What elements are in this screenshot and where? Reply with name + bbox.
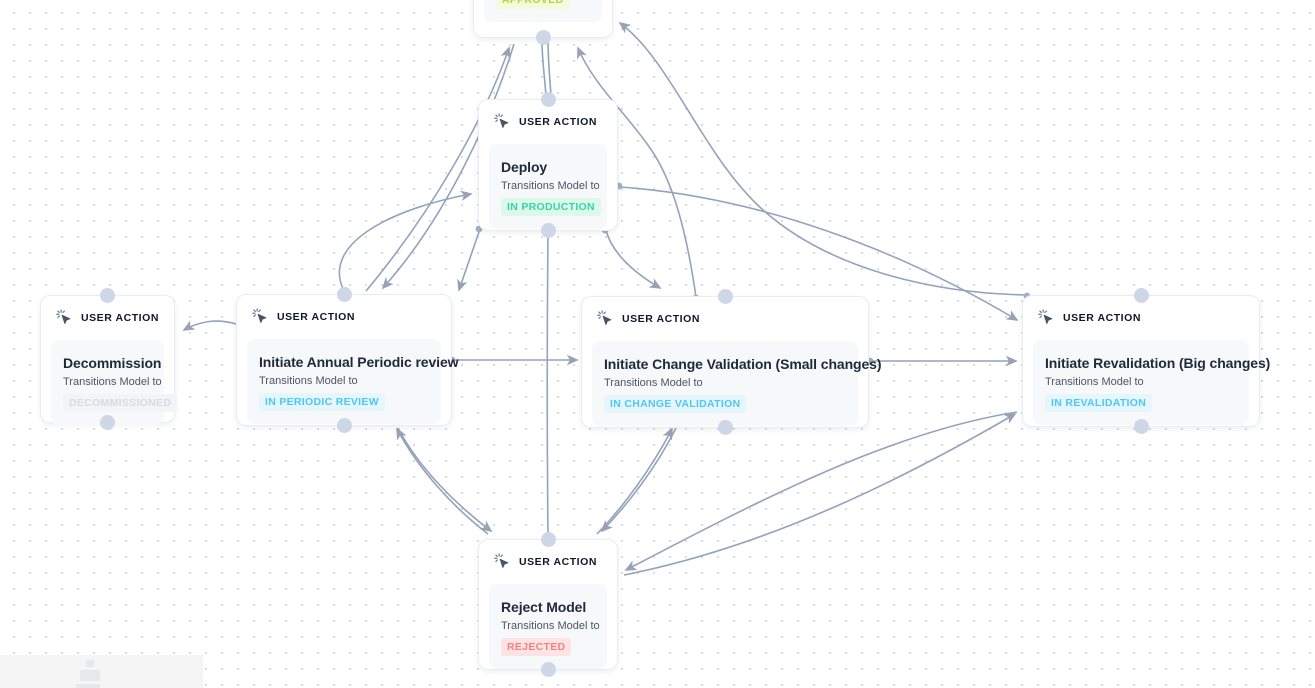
node-change-validation[interactable]: USER ACTION Initiate Change Validation (S… <box>581 289 882 435</box>
node-header-label: USER ACTION <box>1063 311 1141 324</box>
handle-bottom[interactable] <box>540 223 556 238</box>
node-periodic[interactable]: USER ACTION Initiate Annual Periodic revi… <box>236 287 459 433</box>
node-approved[interactable]: USER ACTIONTransitions Model toAPPROVED <box>473 0 613 45</box>
handle-top[interactable] <box>100 288 115 303</box>
edge-periodic-to-reject[interactable] <box>397 427 493 533</box>
node-header: USER ACTION <box>237 295 451 331</box>
edge-periodic-to-approved[interactable] <box>365 46 511 292</box>
node-header-label: USER ACTION <box>519 115 597 128</box>
edge-reject-to-periodic[interactable] <box>396 427 489 535</box>
cursor-click-icon <box>493 113 510 130</box>
cursor-click-icon <box>596 310 613 327</box>
handle-top[interactable] <box>540 532 556 547</box>
node-subtitle: Transitions Model to <box>501 620 600 632</box>
node-header-label: USER ACTION <box>277 310 355 323</box>
handle-bottom[interactable] <box>1133 419 1149 434</box>
node-title: Decommission <box>63 355 162 371</box>
node-title: Deploy <box>501 159 548 175</box>
node-subtitle: Transitions Model to <box>501 180 600 192</box>
cursor-click-icon <box>55 309 72 326</box>
node-title: Initiate Change Validation (Small change… <box>604 356 882 372</box>
status-badge: IN REVALIDATION <box>1045 394 1153 412</box>
edge-deploy-to-change-validation[interactable] <box>605 229 662 289</box>
node-header: USER ACTION <box>41 296 174 332</box>
node-subtitle: Transitions Model to <box>604 377 703 389</box>
cursor-click-icon <box>1037 309 1054 326</box>
handle-bottom[interactable] <box>535 30 551 45</box>
edge-reject-to-revalidation[interactable] <box>623 413 1017 576</box>
node-title: Reject Model <box>501 599 587 615</box>
node-header-label: USER ACTION <box>81 311 159 324</box>
status-badge: IN PERIODIC REVIEW <box>259 393 385 411</box>
cursor-click-icon <box>493 553 510 570</box>
minimap-node <box>76 684 100 688</box>
node-body: Transitions Model toAPPROVED <box>484 0 602 22</box>
node-header: USER ACTION <box>582 297 868 333</box>
handle-bottom[interactable] <box>100 415 115 430</box>
handle-bottom[interactable] <box>336 418 352 433</box>
node-header-label: USER ACTION <box>622 312 700 325</box>
edge-reject-to-change-validation[interactable] <box>596 427 673 535</box>
status-badge: REJECTED <box>501 638 572 656</box>
handle-top[interactable] <box>540 92 556 107</box>
node-subtitle: Transitions Model to <box>1045 376 1144 388</box>
edge-change-validation-to-approved[interactable] <box>577 46 697 298</box>
node-title: Initiate Annual Periodic review <box>259 354 459 370</box>
handle-bottom[interactable] <box>717 420 733 435</box>
handle-top[interactable] <box>1133 288 1149 303</box>
node-subtitle: Transitions Model to <box>259 375 358 387</box>
node-header: USER ACTION <box>479 540 617 576</box>
edge-periodic-to-deploy[interactable] <box>338 190 473 292</box>
node-subtitle: Transitions Model to <box>63 376 162 388</box>
edge-deploy-to-approved[interactable] <box>547 40 552 97</box>
minimap-node <box>80 670 100 681</box>
edge-deploy-to-periodic[interactable] <box>457 228 481 292</box>
cursor-click-icon <box>251 308 268 325</box>
edge-approved-to-periodic[interactable] <box>381 43 515 290</box>
edge-change-validation-to-reject[interactable] <box>600 427 677 533</box>
node-header: USER ACTION <box>1023 296 1259 332</box>
edge-revalidation-to-reject[interactable] <box>624 411 1018 571</box>
status-badge: DECOMMISSIONED <box>63 394 178 412</box>
node-body: Initiate Change Validation (Small change… <box>592 341 882 426</box>
node-header: USER ACTION <box>479 100 617 136</box>
handle-top[interactable] <box>336 287 352 302</box>
handle-top[interactable] <box>717 289 733 304</box>
node-header-label: USER ACTION <box>519 555 597 568</box>
minimap[interactable] <box>0 655 203 688</box>
minimap-node <box>86 660 94 667</box>
edge-deploy-to-revalidation[interactable] <box>619 186 1019 321</box>
edge-deploy-to-reject[interactable] <box>546 231 549 537</box>
edge-periodic-to-decommission[interactable] <box>182 320 237 331</box>
edge-approved-to-deploy[interactable] <box>541 40 547 97</box>
status-badge: IN CHANGE VALIDATION <box>604 395 747 413</box>
status-badge: IN PRODUCTION <box>501 198 601 216</box>
node-title: Initiate Revalidation (Big changes) <box>1045 355 1271 371</box>
node-body: Initiate Revalidation (Big changes) Trans… <box>1033 340 1271 425</box>
status-badge: APPROVED <box>496 0 570 9</box>
handle-bottom[interactable] <box>540 662 556 677</box>
edge-revalidation-to-approved[interactable] <box>618 21 1027 296</box>
node-revalidation[interactable]: USER ACTION Initiate Revalidation (Big ch… <box>1022 288 1271 434</box>
